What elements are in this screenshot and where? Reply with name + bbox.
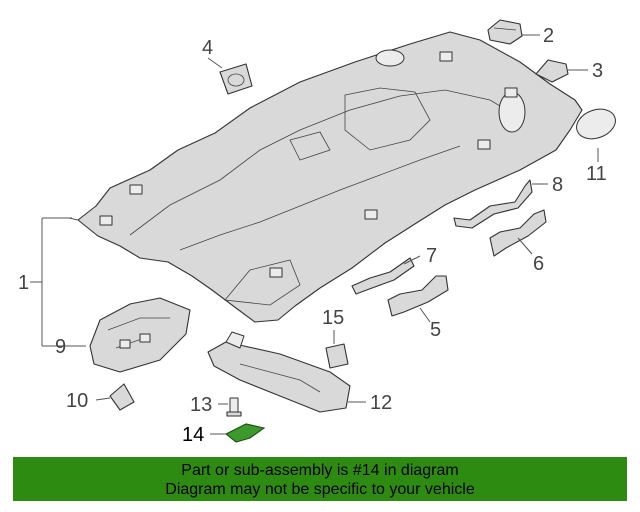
callout-5: 5 (430, 319, 441, 341)
headliner-part (77, 31, 583, 323)
callout-13: 13 (190, 394, 212, 416)
callout-12: 12 (370, 392, 392, 414)
banner-line-2: Diagram may not be specific to your vehi… (165, 481, 475, 498)
part-5-handle (387, 275, 449, 317)
callout-9: 9 (55, 336, 66, 358)
callout-15: 15 (322, 307, 344, 329)
callout-3: 3 (592, 60, 603, 82)
part-3-clip (535, 59, 569, 83)
part-info-banner: Part or sub-assembly is #14 in diagram D… (13, 457, 627, 501)
part-14-highlighted (224, 423, 266, 443)
callout-8: 8 (552, 174, 563, 196)
callout-11: 11 (586, 163, 607, 185)
part-9-console (89, 297, 191, 373)
part-2-clip (487, 19, 523, 45)
part-6-handle (489, 209, 547, 257)
part-8-bracket (453, 179, 533, 229)
part-10-clip (109, 383, 135, 411)
part-12-sun-visor (207, 331, 351, 413)
part-4-lamp (219, 63, 253, 95)
callout-2: 2 (543, 25, 554, 47)
part-13-screw (226, 397, 242, 417)
part-15-switch (325, 343, 349, 369)
callout-7: 7 (426, 245, 437, 267)
parts-diagram: 1 2 3 4 5 6 7 8 9 10 11 12 13 14 15 (18, 19, 616, 446)
part-7-bracket (351, 257, 415, 295)
part-11-cover (576, 108, 616, 140)
callout-14: 14 (182, 424, 204, 446)
callout-1: 1 (18, 272, 29, 294)
callout-10: 10 (66, 390, 88, 412)
leader-lines (30, 34, 599, 435)
banner-line-1: Part or sub-assembly is #14 in diagram (181, 462, 459, 479)
callout-6: 6 (533, 253, 544, 275)
callout-4: 4 (202, 37, 213, 59)
